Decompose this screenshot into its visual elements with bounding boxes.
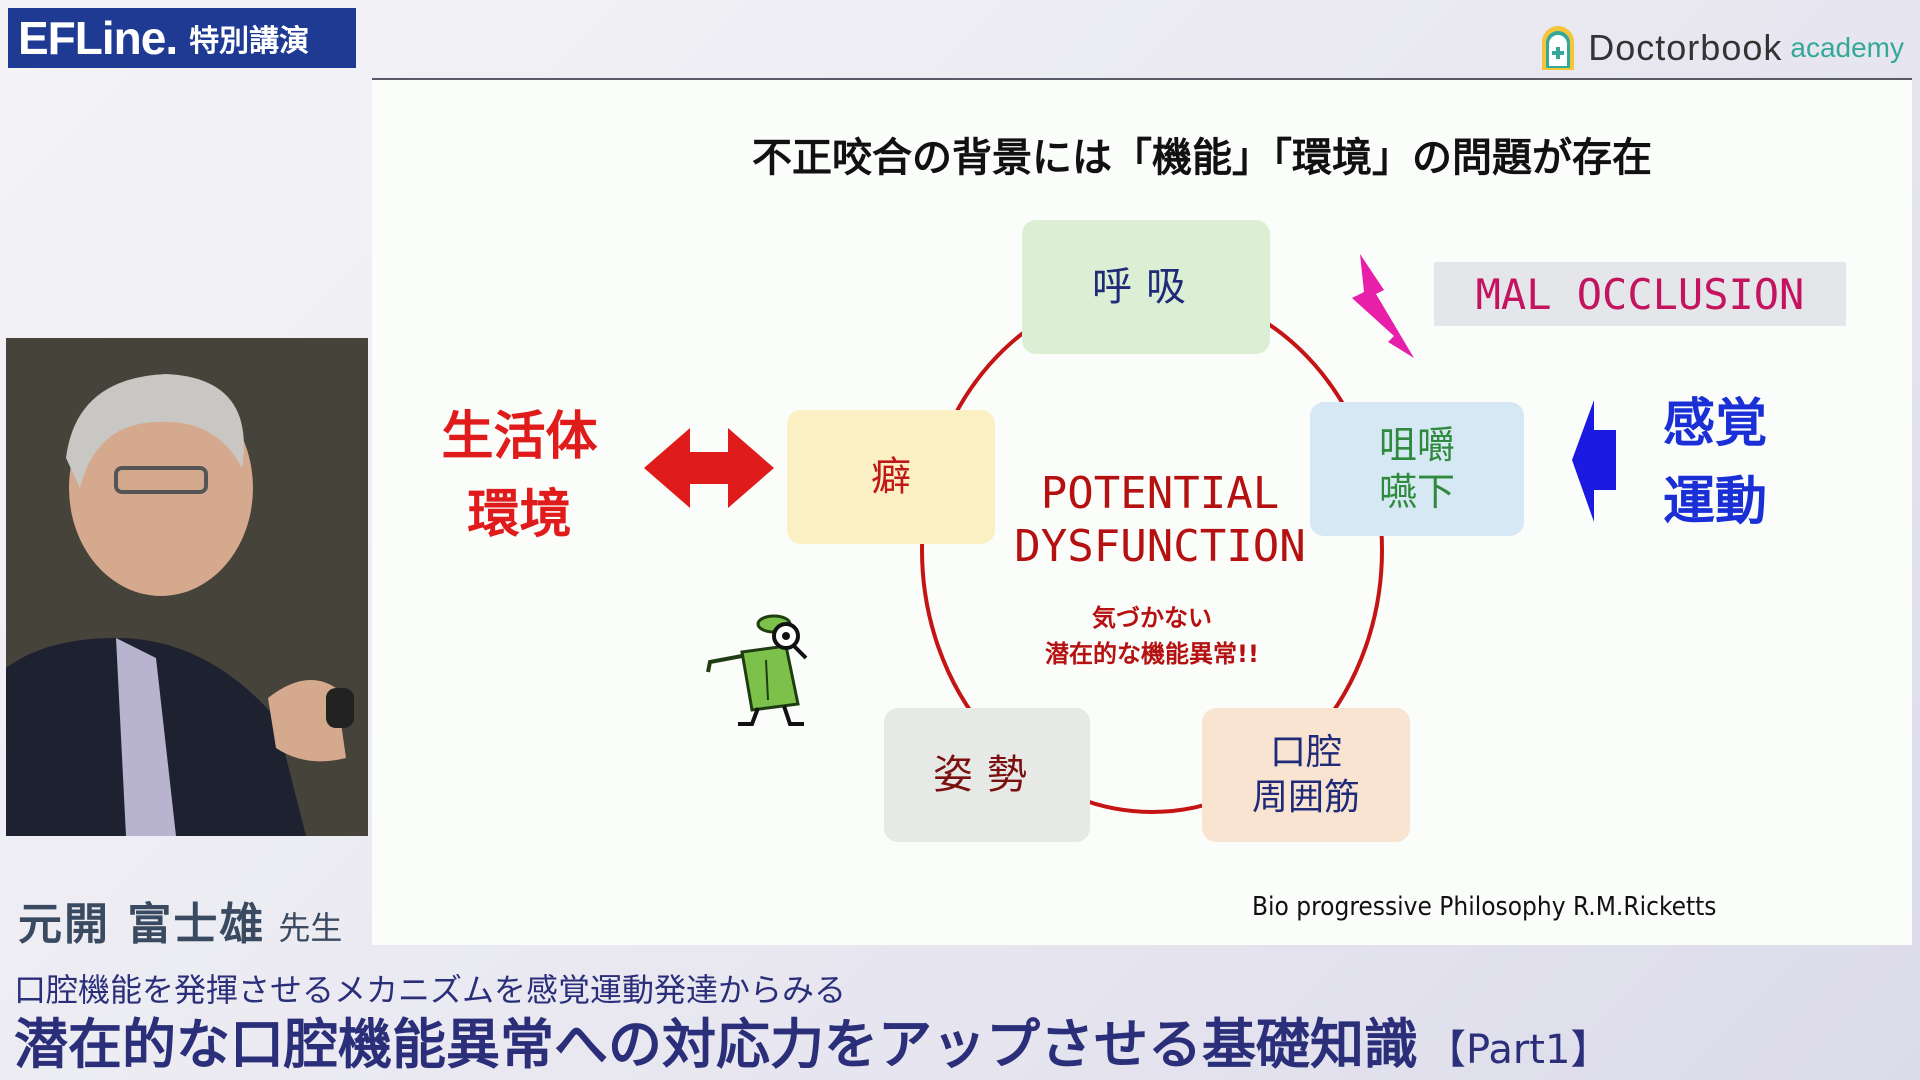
sensory-motor-label: 感覚 運動 [1640,385,1790,541]
lecture-subtitle: 口腔機能を発揮させるメカニズムを感覚運動発達からみる [14,971,847,1009]
node-habit: 癖 [787,410,995,544]
node-oral-muscles-label-1: 口腔 [1269,732,1342,773]
environment-line1: 生活体 [441,407,598,467]
node-breathing: 呼吸 [1022,220,1270,354]
speaker-fullname: 元開 富士雄 [18,899,266,950]
lecture-part: 【Part1】 [1426,1027,1611,1073]
doctorbook-academy: academy [1790,32,1904,63]
detective-icon [706,614,808,726]
doctorbook-logo: Doctorbook academy [1538,20,1904,76]
node-posture: 姿勢 [884,708,1090,842]
dysfunction-text: DYSFUNCTION [1014,520,1306,572]
malocclusion-label: MAL OCCLUSION [1434,262,1846,326]
lecture-title-text: 潜在的な口腔機能異常への対応力をアップさせる基礎知識 [14,1013,1418,1076]
node-chewing-label-2: 嚥下 [1378,470,1455,514]
unnoticed-note-line1: 気づかない [1092,604,1212,632]
efline-logo: EFLine. [18,12,178,64]
sensory-line: 感覚 [1662,394,1767,454]
speaker-photo [6,338,368,836]
node-oral-muscles-label-2: 周囲筋 [1251,777,1360,818]
malocclusion-arrow [1352,254,1414,358]
speaker-name: 元開 富士雄 先生 [18,888,342,952]
slide-credit: Bio progressive Philosophy R.M.Ricketts [1252,892,1717,922]
node-chewing-label-1: 咀嚼 [1378,422,1455,467]
environment-line2: 環境 [467,485,572,545]
potential-text: POTENTIAL [1040,468,1280,519]
node-chewing: 咀嚼 嚥下 [1310,402,1524,536]
slide-title: 不正咬合の背景には「機能」「環境」の問題が存在 [752,135,1652,181]
unnoticed-note: 気づかない 潜在的な機能異常!! [952,600,1352,672]
brand-subtitle: 特別講演 [189,24,310,59]
motor-line: 運動 [1662,472,1767,532]
unnoticed-note-line2: 潜在的な機能異常!! [1045,640,1259,668]
efline-brand-badge: EFLine. 特別講演 [8,8,356,68]
blue-arrow-icon [1572,400,1616,522]
speaker-video [6,338,368,836]
double-arrow-icon [644,428,774,508]
doctorbook-shield-icon [1542,26,1575,70]
node-posture-label: 姿勢 [933,752,1041,798]
node-habit-label: 癖 [871,454,911,500]
speaker-title: 先生 [278,909,343,947]
presentation-slide: 不正咬合の背景には「機能」「環境」の問題が存在 呼吸 咀嚼 嚥下 癖 姿勢 口腔… [372,80,1912,945]
environment-label: 生活体 環境 [432,398,607,554]
doctorbook-name: Doctorbook [1588,27,1783,68]
lecture-title: 潜在的な口腔機能異常への対応力をアップさせる基礎知識【Part1】 [14,1000,1610,1079]
header-divider [372,78,1912,80]
node-oral-muscles: 口腔 周囲筋 [1202,708,1410,842]
node-breathing-label: 呼吸 [1092,264,1200,310]
potential-dysfunction-label: POTENTIAL DYSFUNCTION [970,468,1350,574]
